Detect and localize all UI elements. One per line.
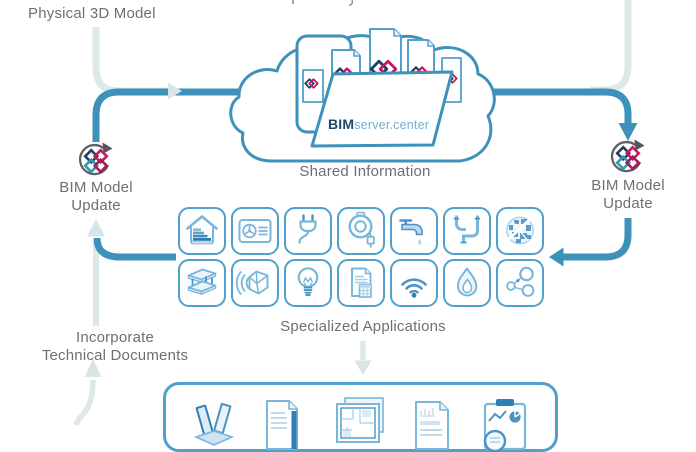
- particles-icon: [496, 259, 544, 307]
- bim-model-update-icon-left: [78, 142, 113, 176]
- specialized-applications-label: Specialized Applications: [280, 318, 446, 335]
- flow-bottom-curve: [73, 379, 96, 426]
- pale-right-arrowhead: [168, 82, 182, 100]
- pale-up-arrowhead-bottom: [84, 359, 102, 377]
- pale-down-arrowhead: [354, 360, 372, 375]
- flow-update-to-cloud: [92, 88, 262, 142]
- text-document-icon: [259, 395, 315, 451]
- bim-model-update-icon-right: [610, 139, 645, 173]
- apps-row-1: [178, 207, 544, 255]
- bimserver-brand: BIMserver.center: [328, 116, 429, 134]
- drain-pipes-icon: [443, 207, 491, 255]
- wifi-signal-icon: [390, 259, 438, 307]
- apps-row-2: [178, 259, 544, 307]
- cropped-text-remnant: [292, 0, 354, 7]
- technical-documents-box: [163, 382, 558, 452]
- light-bulb-icon: [284, 259, 332, 307]
- bim-model-update-label-left: BIM Model Update: [59, 179, 133, 214]
- blue-left-arrowhead: [549, 247, 564, 267]
- document-icon: [302, 69, 324, 103]
- flow-cloud-to-update: [448, 88, 632, 124]
- incorporate-documents-label: Incorporate Technical Documents: [41, 329, 189, 364]
- blueprint-icon: [333, 395, 389, 451]
- folder-front-panel: [310, 70, 454, 148]
- specialized-applications-grid: [178, 207, 544, 307]
- flow-apps-to-update: [93, 237, 176, 261]
- clipboard-charts-icon: [479, 395, 535, 452]
- urban-map-icon: [496, 207, 544, 255]
- blue-flow-paths: [92, 88, 632, 261]
- acoustics-cube-icon: [231, 259, 279, 307]
- brand-bold: BIM: [328, 116, 355, 132]
- quantities-document-icon: [337, 259, 385, 307]
- bim-workflow-diagram: BIMserver.center BIM Model Update BIM Mo…: [28, 0, 665, 452]
- hvac-unit-icon: [231, 207, 279, 255]
- shared-information-label: Shared Information: [299, 163, 431, 180]
- pale-up-arrowhead-top: [87, 219, 105, 237]
- books-icon: [186, 395, 242, 451]
- house-energy-icon: [178, 207, 226, 255]
- physical-3d-model-label: Physical 3D Model: [28, 5, 156, 22]
- report-document-icon: [406, 395, 462, 451]
- blue-down-arrowhead: [618, 123, 638, 141]
- brand-rest: server.center: [354, 118, 430, 132]
- gas-flame-icon: [443, 259, 491, 307]
- hose-reel-icon: [337, 207, 385, 255]
- bim-model-update-label-right: BIM Model Update: [591, 177, 665, 212]
- electrical-plug-icon: [284, 207, 332, 255]
- building-structure-icon: [178, 259, 226, 307]
- flow-update-to-apps: [562, 218, 632, 261]
- bimserver-cloud: [229, 28, 496, 163]
- water-tap-icon: [390, 207, 438, 255]
- flow-arrows-layer: [73, 0, 638, 426]
